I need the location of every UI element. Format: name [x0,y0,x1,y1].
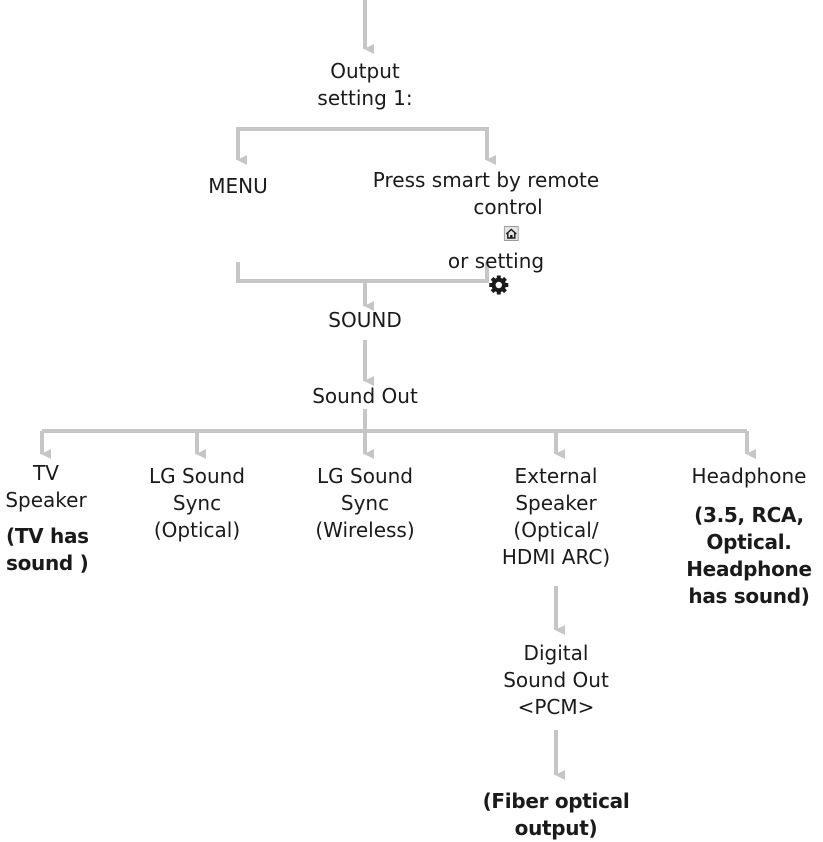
external-speaker-label: External Speaker (Optical/ HDMI ARC) [501,464,611,569]
press-smart-label: Press smart by remote control or setting [373,167,599,302]
tv-speaker-label: TV Speaker [5,461,87,512]
split-connector [236,127,496,165]
fiber-optical-output-note: (Fiber optical output) [482,789,630,840]
home-icon [401,221,621,248]
merge-connector [236,262,489,283]
tv-speaker-note: (TV has sound ) [6,524,89,575]
output-setting-label: Output setting 1: [317,59,413,110]
headphone-label: Headphone [691,464,807,488]
sound-label: SOUND [328,308,402,332]
gear-icon [389,275,609,302]
sound-out-label: Sound Out [312,384,418,408]
lg-sound-sync-optical-label: LG Sound Sync (Optical) [149,464,245,542]
headphone-note: (3.5, RCA, Optical. Headphone has sound) [686,503,812,608]
digital-sound-out-label: Digital Sound Out <PCM> [503,641,609,719]
menu-label: MENU [208,174,268,198]
lg-sound-sync-wireless-label: LG Sound Sync (Wireless) [315,464,415,542]
